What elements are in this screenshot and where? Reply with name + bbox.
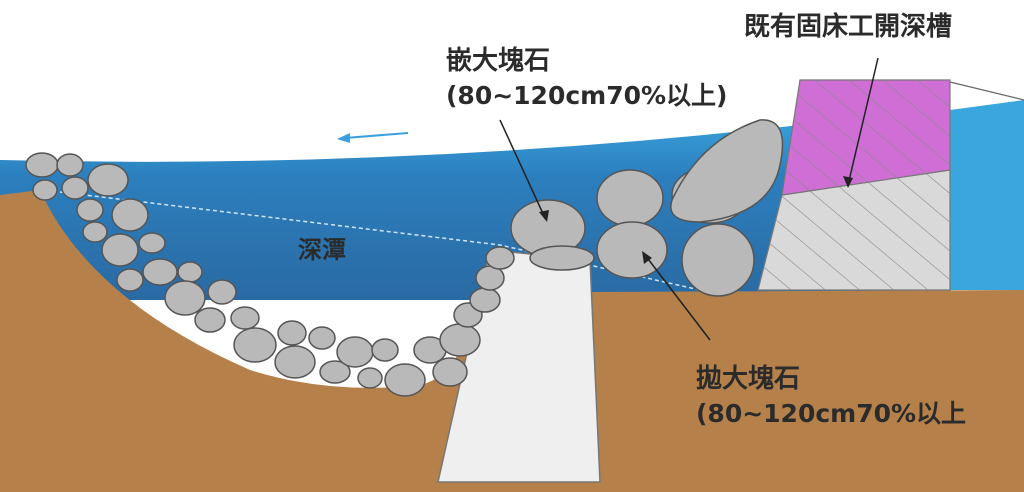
stone bbox=[230, 306, 260, 330]
stone bbox=[439, 323, 481, 357]
stone bbox=[596, 221, 668, 279]
stone bbox=[164, 280, 206, 316]
stone bbox=[371, 338, 399, 362]
water-level-line bbox=[59, 191, 701, 291]
stone bbox=[61, 176, 89, 200]
stone bbox=[56, 153, 84, 177]
stone bbox=[308, 326, 336, 350]
stone bbox=[469, 287, 501, 313]
stone bbox=[596, 169, 664, 227]
stone bbox=[207, 279, 237, 305]
stone bbox=[432, 357, 468, 387]
right-channel-water bbox=[950, 100, 1024, 290]
stones bbox=[25, 119, 784, 397]
stone bbox=[76, 198, 104, 222]
stone bbox=[681, 223, 755, 297]
label-placed-stone-title: 拋大塊石 bbox=[696, 364, 801, 394]
leader-line-embedded bbox=[499, 119, 546, 219]
stone bbox=[319, 360, 351, 384]
stone bbox=[384, 363, 426, 397]
stone bbox=[336, 336, 374, 368]
stone bbox=[25, 152, 59, 178]
stone bbox=[32, 179, 58, 201]
label-embedded-stone-title: 嵌大塊石 bbox=[446, 46, 551, 76]
stone bbox=[194, 307, 226, 333]
stone bbox=[177, 261, 203, 283]
label-placed-stone-spec: (80~120cm70%以上 bbox=[696, 399, 967, 428]
stone bbox=[357, 367, 383, 389]
stone bbox=[233, 327, 277, 363]
stone bbox=[274, 345, 316, 379]
stone-large bbox=[670, 119, 784, 223]
flow-direction-arrow bbox=[337, 132, 409, 143]
stone bbox=[101, 233, 139, 267]
stone bbox=[87, 163, 129, 197]
stone bbox=[138, 232, 166, 254]
stone bbox=[142, 258, 178, 286]
stone bbox=[116, 268, 144, 292]
leader-line-placed bbox=[644, 254, 711, 341]
label-deep-pool: 深潭 bbox=[298, 236, 346, 264]
stone bbox=[82, 221, 108, 243]
stone bbox=[111, 198, 149, 232]
stone bbox=[485, 246, 515, 270]
stone bbox=[277, 320, 307, 346]
leader-line-structure bbox=[847, 57, 879, 186]
label-existing-structure: 既有固床工開深槽 bbox=[744, 12, 953, 42]
label-embedded-stone-spec: (80~120cm70%以上) bbox=[446, 81, 728, 110]
stone bbox=[529, 245, 595, 271]
